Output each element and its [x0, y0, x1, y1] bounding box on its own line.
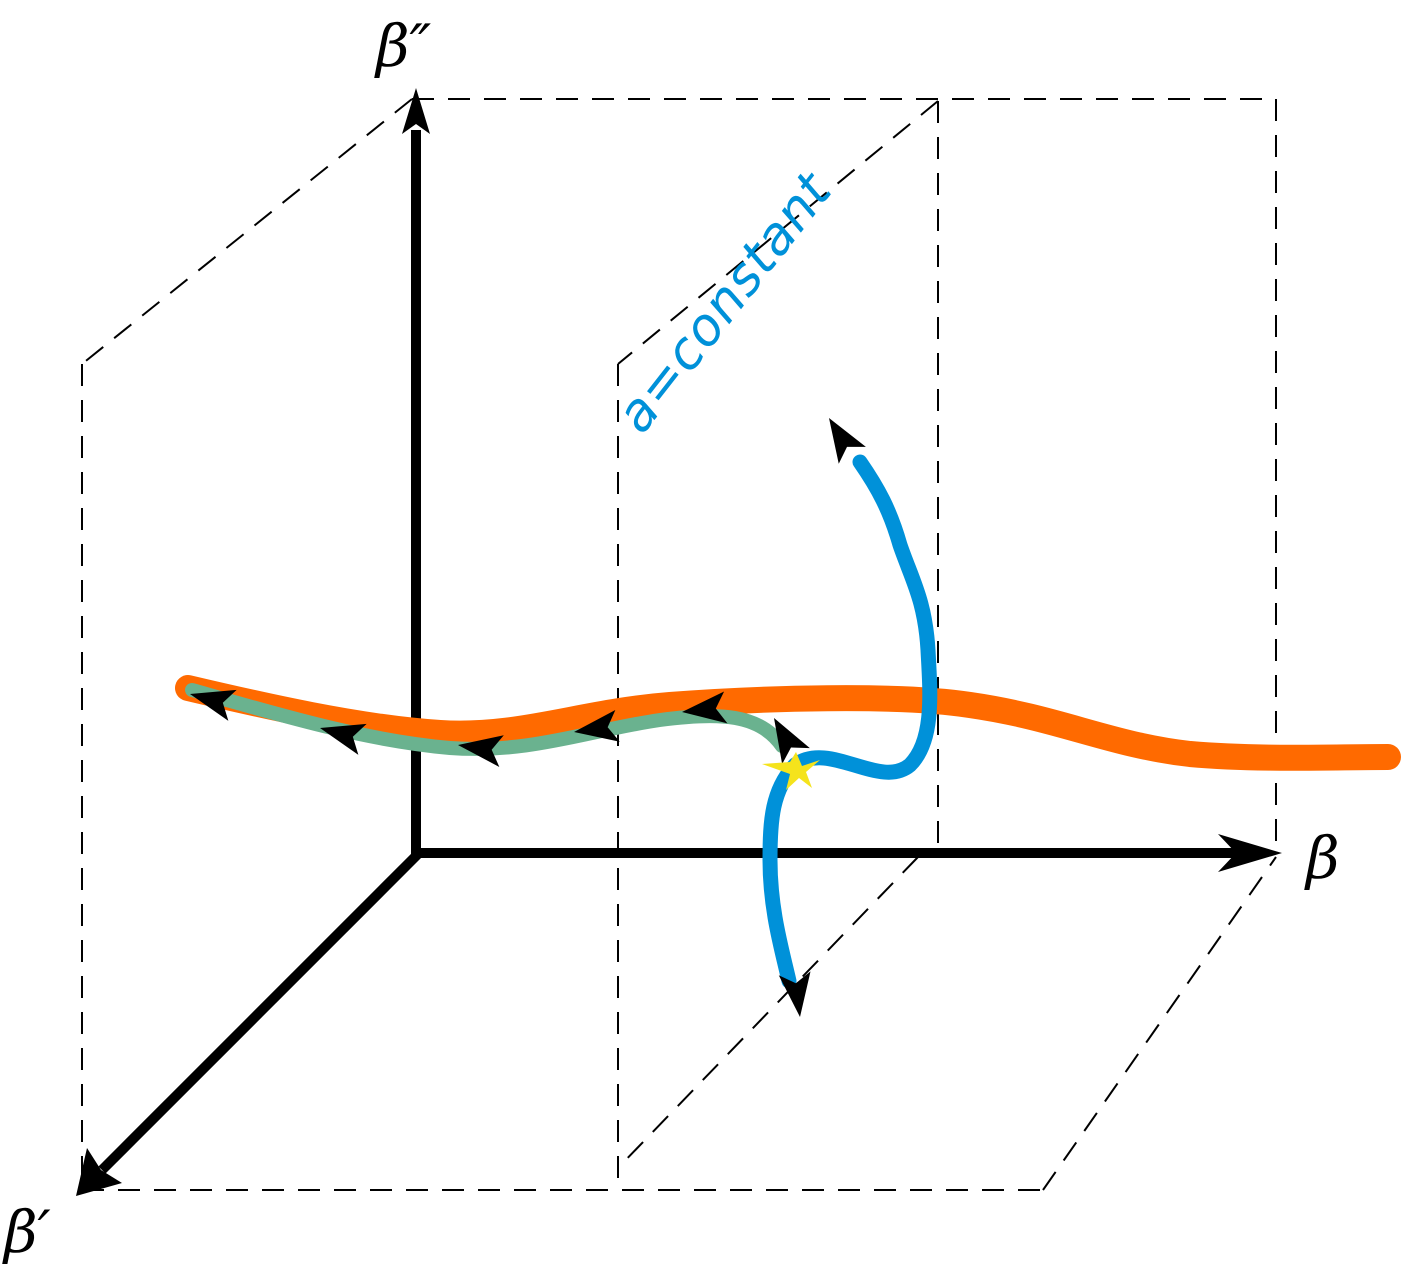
arrowhead-icon: [829, 418, 866, 464]
left-plane-top-edge: [81, 98, 413, 365]
flow-arrowheads: [190, 418, 866, 1017]
beta-double-prime-axis-label: β″: [374, 12, 432, 80]
constant-plane-top-edge: [617, 100, 939, 365]
arrowhead-icon: [190, 689, 237, 721]
constant-plane-label: a=constant: [605, 161, 844, 444]
beta-prime-axis: [98, 850, 422, 1174]
axes: [76, 88, 1282, 1196]
arrowhead-icon: [682, 691, 728, 724]
beta-axis-arrowhead: [1218, 834, 1282, 872]
arrowhead-icon: [574, 710, 620, 742]
arrowhead-icon: [458, 735, 504, 767]
arrowhead-icon: [774, 718, 810, 765]
arrowhead-icon: [778, 971, 811, 1017]
orange-trajectory: [175, 675, 1401, 771]
arrowhead-icon: [320, 723, 367, 755]
dashed-box: [81, 98, 1277, 1191]
constant-plane-bottom-edge: [617, 856, 919, 1169]
fixed-point-star-icon: [762, 752, 820, 790]
beta-axis-label: β: [1304, 824, 1340, 892]
beta-prime-axis-arrowhead: [76, 1148, 122, 1196]
floor-right-edge: [1042, 856, 1277, 1191]
blue-trajectory: [762, 454, 938, 989]
beta-double-prime-axis-arrowhead: [402, 88, 430, 134]
beta-prime-axis-label: β′: [2, 1198, 51, 1266]
